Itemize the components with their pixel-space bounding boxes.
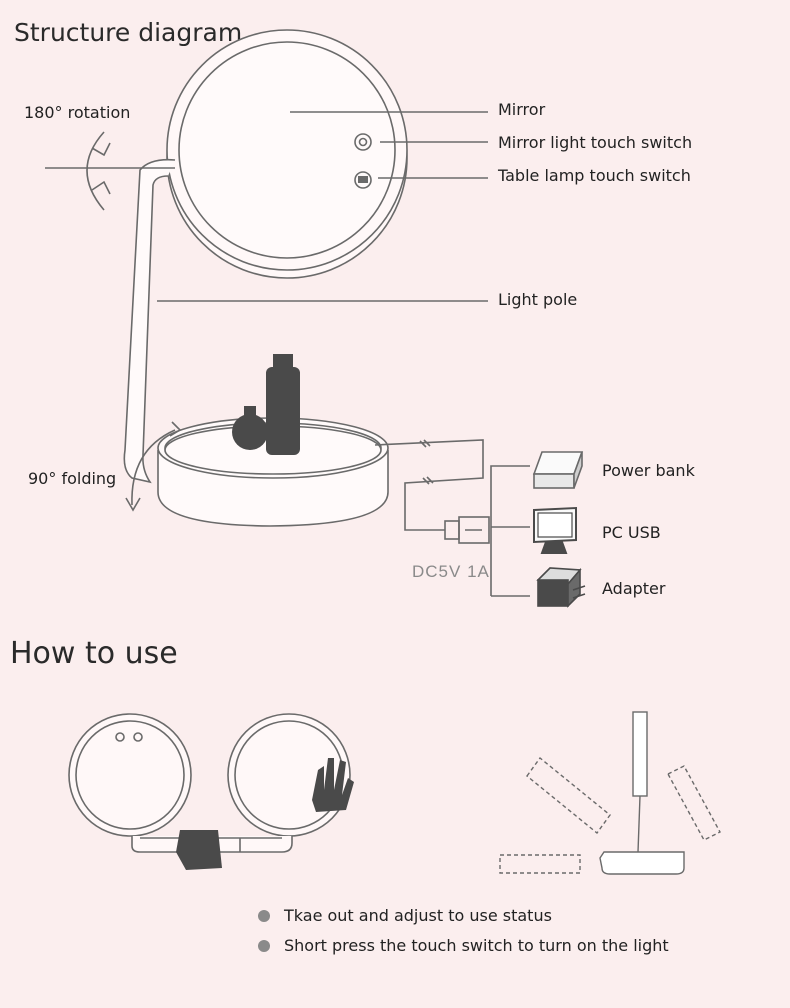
open-hand-icon [312,758,354,812]
monitor-icon [533,506,577,554]
light-pole-label: Light pole [498,290,578,309]
usb-plug-icon [444,516,490,544]
folding-label: 90° folding [28,469,117,488]
bullet-icon [258,909,270,922]
how-to-use-title: How to use [10,636,178,671]
bullet-icon [258,939,270,952]
instruction-item: Short press the touch switch to turn on … [258,936,669,955]
base-icon [157,417,389,527]
pc-usb-label: PC USB [602,523,661,542]
adapter-icon [536,567,586,608]
table-lamp-switch-icon [354,171,372,189]
hand-icon [176,830,222,870]
lamp-switch-label: Table lamp touch switch [498,166,691,185]
instruction-text: Tkae out and adjust to use status [284,906,552,925]
rotation-label: 180° rotation [24,103,131,122]
power-bank-label: Power bank [602,461,695,480]
instruction-text: Short press the touch switch to turn on … [284,936,669,955]
perfume-bottle-icon [232,354,300,455]
mirror-switch-label: Mirror light touch switch [498,133,693,152]
mirror-front-icon [68,713,192,837]
structure-title: Structure diagram [14,18,243,47]
light-pole-icon [123,158,176,484]
folding-lamp-icon [499,711,721,875]
instruction-item: Tkae out and adjust to use status [258,906,552,925]
mirror-label: Mirror [498,100,546,119]
dc-spec-label: DC5V 1A [412,562,490,581]
mirror-light-switch-icon [354,133,372,151]
mirror-icon [166,29,408,279]
power-bank-icon [532,451,584,489]
adapter-label: Adapter [602,579,666,598]
